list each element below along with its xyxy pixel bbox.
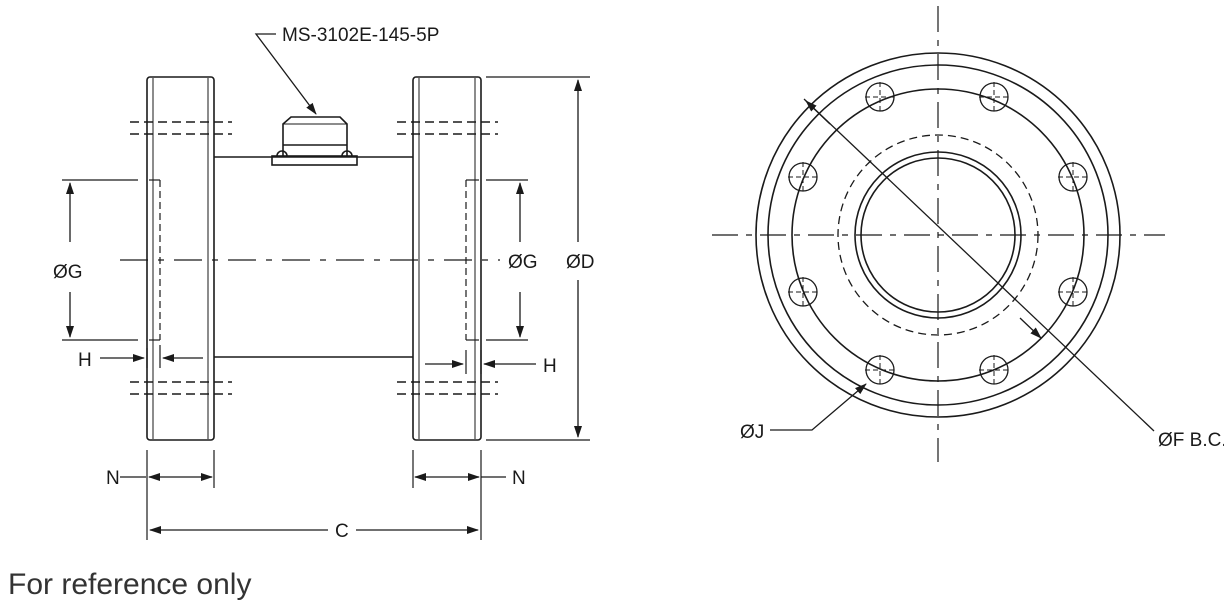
- connector-leader: [254, 33, 317, 115]
- dim-n-right-label: N: [512, 468, 526, 489]
- connector-body: [271, 116, 358, 166]
- bc-diameter-line: [803, 98, 1155, 432]
- dim-h-left-label: H: [78, 350, 92, 371]
- hole-leader: [770, 383, 867, 431]
- dim-f-bc-label: ØF B.C.: [1158, 430, 1224, 451]
- dim-d-label: ØD: [566, 252, 595, 273]
- dim-g-right-label: ØG: [508, 252, 538, 273]
- dim-h-right-label: H: [543, 356, 557, 377]
- bolt-holes: [788, 82, 1088, 385]
- dim-n-left-label: N: [106, 468, 120, 489]
- dim-c-label: C: [335, 521, 349, 542]
- technical-drawing: MS-3102E-145-5P ØG ØG ØD H H N N C: [53, 6, 1224, 542]
- right-flange: [397, 76, 498, 441]
- connector-label: MS-3102E-145-5P: [282, 25, 439, 46]
- reference-note: For reference only: [8, 568, 252, 601]
- side-view: [62, 33, 590, 540]
- dim-j-label: ØJ: [740, 422, 764, 443]
- left-flange: [130, 76, 232, 441]
- front-view: [712, 6, 1165, 462]
- dim-g-left-label: ØG: [53, 262, 83, 283]
